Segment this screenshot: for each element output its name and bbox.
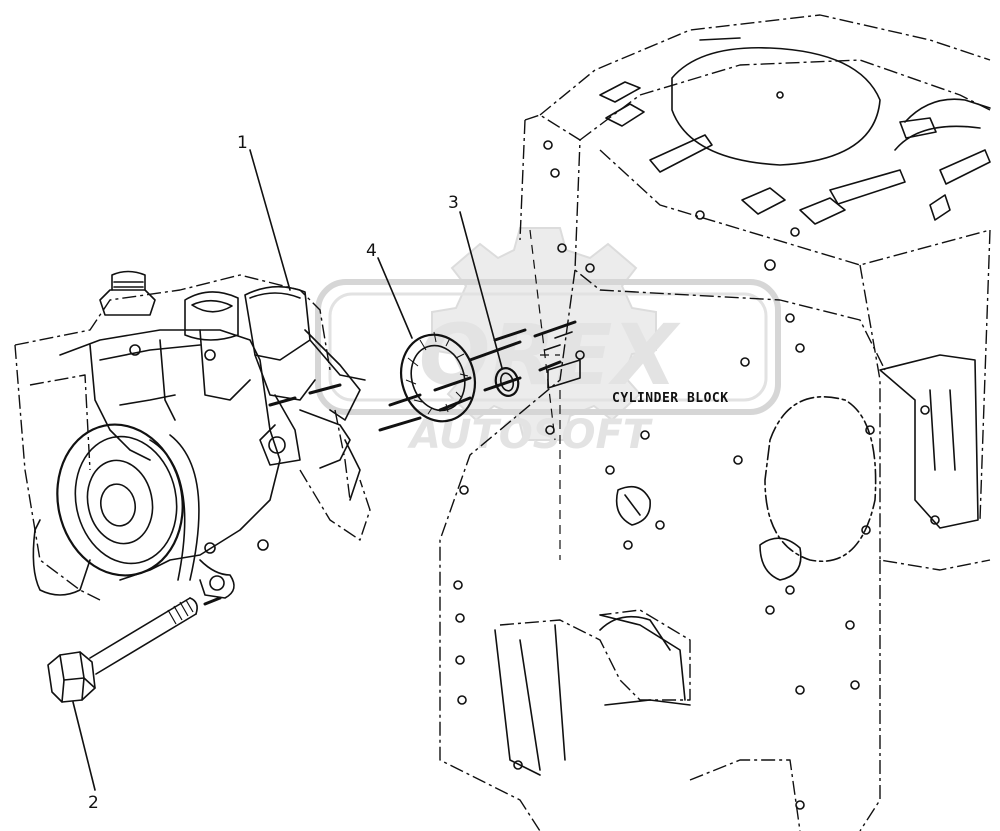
watermark-banner: [315, 279, 781, 415]
water-pump: [14, 270, 371, 601]
watermark-brand: OREX: [419, 306, 681, 404]
callout-4: 4: [366, 241, 377, 261]
callout-1-leader: [249, 149, 291, 291]
watermark-sub: AUTOSOFT: [407, 412, 653, 458]
callout-4-leader: [377, 257, 413, 339]
callout-2-leader: [72, 701, 96, 791]
callouts: 1 2 3 4: [72, 133, 503, 813]
watermark: OREX AUTOSOFT: [315, 227, 781, 458]
bolt: [47, 597, 198, 703]
callout-3: 3: [448, 193, 459, 213]
callout-2: 2: [88, 793, 99, 813]
callout-3-leader: [459, 211, 503, 369]
cylinder-block: [439, 14, 991, 831]
center-lines: [203, 229, 581, 606]
gasket: [400, 331, 476, 423]
cylinder-block-label: CYLINDER BLOCK: [612, 391, 729, 406]
callout-1: 1: [237, 133, 248, 153]
